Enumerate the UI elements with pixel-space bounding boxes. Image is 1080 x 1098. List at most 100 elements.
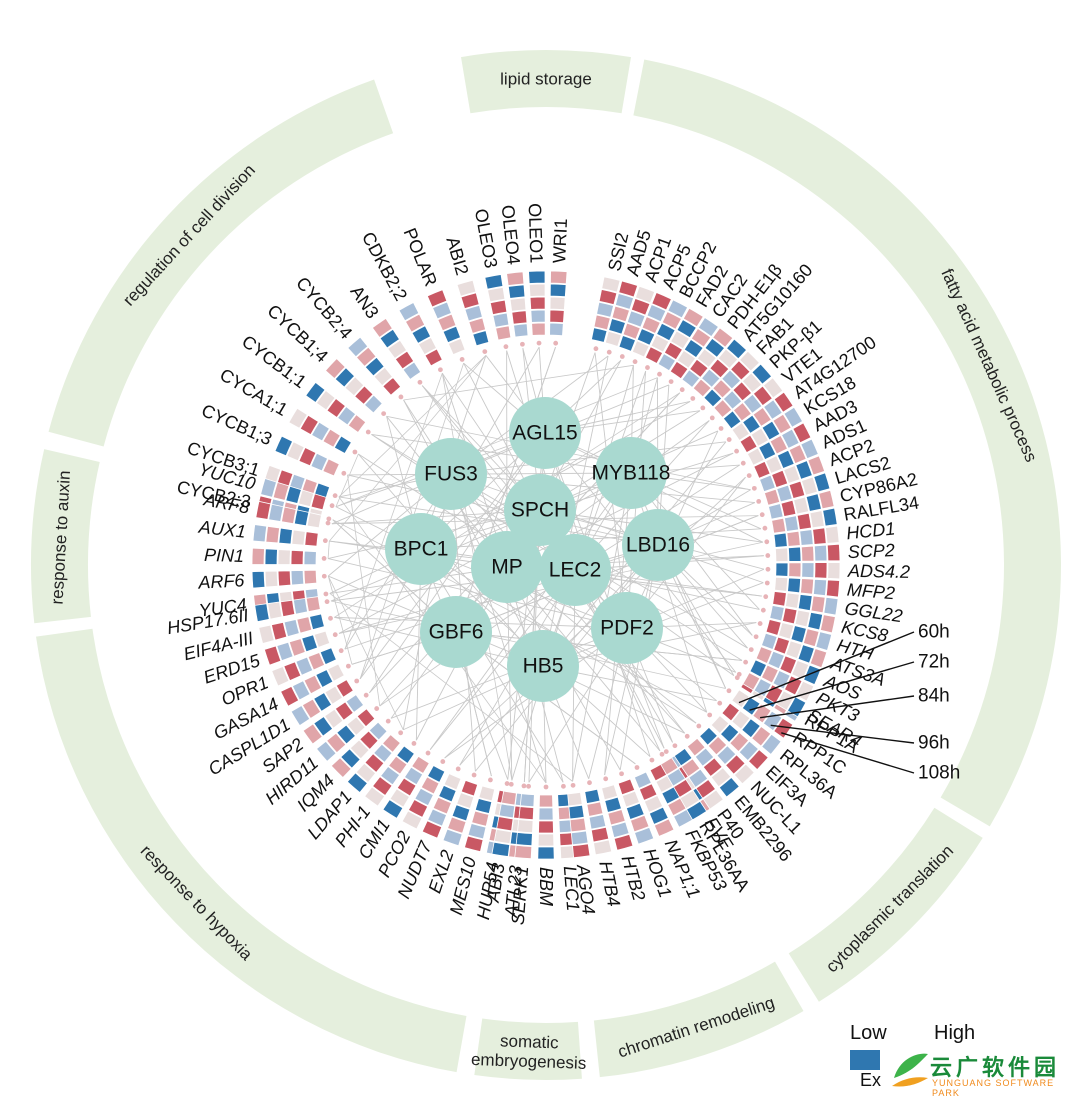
heatmap-cell [485, 274, 503, 289]
heatmap-cell [800, 579, 813, 595]
gene-label-oleo3: OLEO3 [471, 207, 502, 270]
gene-label-scp2: SCP2 [847, 540, 895, 562]
legend-caption: Ex [860, 1070, 881, 1091]
gene-node-dot [690, 396, 695, 401]
heatmap-cell [532, 323, 546, 335]
heatmap-cell [516, 832, 532, 845]
heatmap-cell [265, 571, 278, 587]
gene-node-dot [353, 450, 358, 455]
heatmap-cell [568, 792, 583, 806]
heatmap-cell [788, 547, 801, 561]
gene-node-dot [763, 594, 768, 599]
heatmap-cell [518, 820, 534, 833]
heatmap-cell [813, 579, 826, 595]
heatmap-cell [265, 549, 277, 565]
gene-node-dot [603, 776, 608, 781]
gene-node-dot [553, 341, 558, 346]
gene-node-dot [571, 783, 576, 788]
heatmap-cell [820, 615, 835, 633]
gene-node-dot [685, 734, 690, 739]
gene-node-dot [544, 785, 549, 790]
gene-node-dot [743, 660, 748, 665]
heatmap-cell [569, 805, 584, 819]
gene-node-dot [727, 688, 732, 693]
gene-node-dot [650, 758, 655, 763]
heatmap-cell [538, 834, 554, 846]
heatmap-cell [494, 829, 511, 843]
heatmap-cell [770, 606, 784, 621]
gene-node-dot [673, 743, 678, 748]
gene-node-dot [323, 538, 328, 543]
gene-node-dot [398, 730, 403, 735]
heatmap-cell [570, 818, 586, 832]
gene-node-dot [323, 592, 328, 597]
gene-node-dot [764, 539, 769, 544]
heatmap-cell [253, 525, 267, 542]
gene-node-dot [747, 473, 752, 478]
gene-node-dot [669, 379, 674, 384]
gene-node-dot [587, 780, 592, 785]
gene-node-dot [460, 357, 465, 362]
heatmap-cell [798, 594, 812, 610]
heatmap-cell [550, 323, 564, 336]
heatmap-cell [307, 513, 321, 528]
heatmap-cell [785, 593, 799, 608]
gene-node-dot [412, 741, 417, 746]
gene-node-dot [741, 461, 746, 466]
heatmap-cell [788, 578, 801, 593]
heatmap-cell [539, 808, 553, 820]
gene-label-pin1: PIN1 [204, 545, 245, 566]
gene-node-dot [758, 621, 763, 626]
heatmap-cell [252, 571, 265, 588]
gene-node-dot [326, 516, 331, 521]
gene-label-serk1: SERK1 [508, 865, 533, 925]
heatmap-cell [530, 297, 545, 309]
gene-node-dot [765, 581, 770, 586]
network-edge [328, 541, 329, 558]
gene-node-dot [456, 766, 461, 771]
gene-node-dot [752, 486, 757, 491]
gene-node-dot [660, 752, 665, 757]
hub-label-mp: MP [491, 556, 523, 579]
watermark-leaf-icon [890, 1048, 930, 1092]
gene-label-abi2: ABI2 [442, 234, 472, 277]
heatmap-cell [801, 546, 814, 561]
gene-node-dot [354, 679, 359, 684]
gene-node-dot [328, 616, 333, 621]
heatmap-cell [589, 815, 606, 830]
heatmap-cell [256, 501, 271, 519]
heatmap-cell [519, 807, 534, 820]
heatmap-cell [775, 577, 788, 591]
heatmap-cell [550, 310, 564, 323]
gene-node-dot [438, 367, 443, 372]
heatmap-cell [514, 324, 528, 337]
heatmap-cell [278, 571, 291, 586]
gene-node-dot [680, 387, 685, 392]
heatmap-cell [507, 272, 524, 286]
heatmap-cell [599, 290, 617, 305]
timepoint-label-72h: 72h [918, 652, 950, 673]
heatmap-cell [827, 544, 840, 561]
gene-node-dot [761, 608, 766, 613]
hub-label-lec2: LEC2 [549, 559, 602, 582]
gene-node-dot [509, 782, 514, 787]
heatmap-cell [776, 563, 788, 577]
watermark-logo: 云广软件园 YUNGUANG SOFTWARE PARK [890, 1046, 1080, 1096]
gene-node-dot [561, 784, 566, 789]
heatmap-cell [784, 516, 798, 532]
gene-node-dot [341, 471, 346, 476]
hub-label-lbd16: LBD16 [626, 534, 690, 557]
hub-label-bpc1: BPC1 [394, 538, 449, 561]
heatmap-cell [282, 507, 297, 524]
heatmap-cell [291, 550, 303, 564]
heatmap-cell [255, 604, 269, 622]
gene-node-dot [619, 771, 624, 776]
gene-label-polar: POLAR [400, 225, 442, 289]
heatmap-cell [529, 271, 545, 283]
gene-node-dot [657, 372, 662, 377]
timepoint-label-108h: 108h [918, 763, 960, 784]
category-label-cytoplasmic-translation: cytoplasmic translation [822, 841, 957, 976]
gene-label-aux1: AUX1 [197, 517, 247, 542]
gene-node-dot [339, 648, 344, 653]
heatmap-cell [293, 598, 307, 614]
